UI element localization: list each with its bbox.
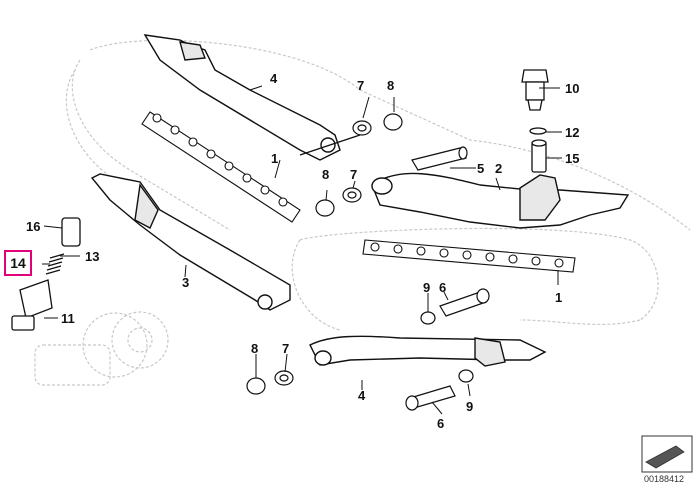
callout-8-bottom: 8 bbox=[251, 341, 259, 356]
callout-2: 2 bbox=[495, 161, 503, 176]
upper-guide-rail bbox=[143, 34, 361, 161]
callout-4-top: 4 bbox=[270, 71, 278, 86]
callout-7-top: 7 bbox=[357, 78, 365, 93]
chain-tensioner bbox=[521, 69, 549, 173]
callout-9-mid: 9 bbox=[423, 280, 431, 295]
view-arrow-icon bbox=[641, 435, 693, 473]
leader-lines bbox=[42, 85, 562, 415]
callout-6-mid: 6 bbox=[439, 280, 447, 295]
callout-13: 13 bbox=[85, 249, 100, 264]
callout-16: 16 bbox=[26, 219, 41, 234]
callout-15: 15 bbox=[565, 151, 580, 166]
callout-8-mid: 8 bbox=[322, 167, 330, 182]
callout-4-bottom: 4 bbox=[358, 388, 366, 403]
tensioner-rail bbox=[371, 172, 630, 229]
callout-3: 3 bbox=[182, 275, 190, 290]
callout-7-mid: 7 bbox=[350, 167, 358, 182]
callout-6-bottom: 6 bbox=[437, 416, 445, 431]
callout-5: 5 bbox=[477, 161, 485, 176]
callout-12: 12 bbox=[565, 125, 580, 140]
lower-timing-chain bbox=[362, 239, 576, 273]
pin bbox=[411, 146, 468, 171]
image-id: 00188412 bbox=[644, 474, 685, 484]
upper-timing-chain bbox=[141, 111, 301, 223]
sprocket-ghost bbox=[34, 311, 169, 386]
callout-14: 14 bbox=[10, 255, 26, 271]
callout-11: 11 bbox=[61, 311, 75, 326]
highlighted-callout-14[interactable]: 14 bbox=[4, 250, 32, 276]
callout-8-top: 8 bbox=[387, 78, 395, 93]
fasteners bbox=[246, 113, 490, 411]
left-tensioner-parts bbox=[11, 217, 81, 331]
lower-guide-rail bbox=[309, 335, 547, 367]
callout-9-bottom: 9 bbox=[466, 399, 474, 414]
callout-1-top: 1 bbox=[271, 151, 279, 166]
guide-rail bbox=[90, 173, 291, 311]
callout-1-bottom: 1 bbox=[555, 290, 563, 305]
callout-7-bottom: 7 bbox=[282, 341, 290, 356]
callout-10: 10 bbox=[565, 81, 580, 96]
